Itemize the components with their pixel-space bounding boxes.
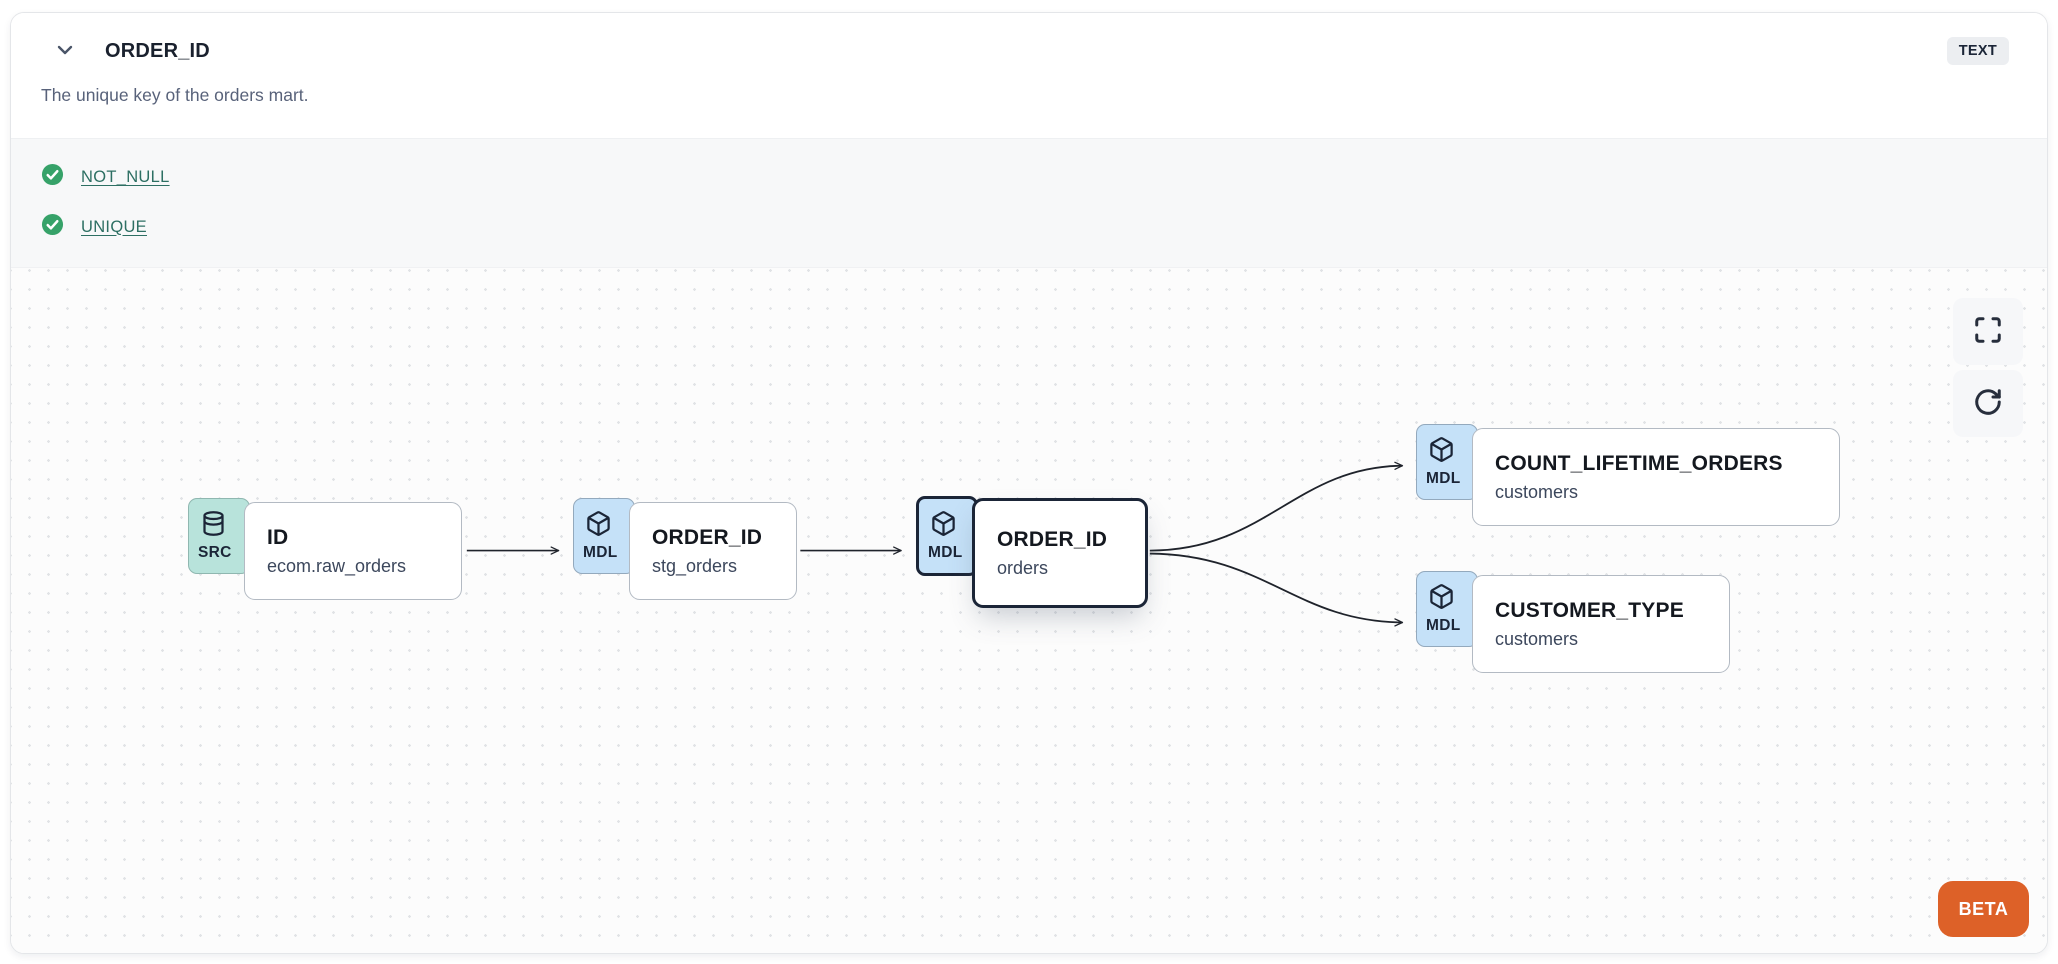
node-type-badge: MDL [573, 498, 635, 574]
test-row: NOT_NULL [41, 163, 2017, 191]
node-type-badge: SRC [188, 498, 250, 574]
node-card: CUSTOMER_TYPE customers [1472, 575, 1730, 673]
node-subtitle: customers [1495, 628, 1579, 649]
node-type-badge: MDL [1416, 424, 1478, 500]
panel-header: ORDER_ID TEXT The unique key of the orde… [11, 13, 2047, 138]
column-description: The unique key of the orders mart. [41, 85, 309, 105]
fullscreen-button[interactable] [1953, 298, 2023, 365]
chevron-down-icon [53, 38, 77, 65]
column-details-panel: ORDER_ID TEXT The unique key of the orde… [10, 12, 2048, 954]
test-row: UNIQUE [41, 213, 2017, 241]
node-subtitle: ecom.raw_orders [267, 555, 407, 576]
edge [1149, 552, 1404, 627]
cube-icon [1426, 583, 1455, 615]
node-subtitle: stg_orders [652, 555, 738, 576]
test-link-not-null[interactable]: NOT_NULL [81, 167, 170, 186]
cube-icon [583, 510, 612, 542]
node-card: ORDER_ID stg_orders [629, 502, 797, 600]
node-badge-label: MDL [1426, 470, 1461, 487]
test-link-unique[interactable]: UNIQUE [81, 217, 147, 236]
maximize-icon [1973, 315, 2003, 348]
node-title: ID [267, 525, 289, 549]
node-title: ORDER_ID [652, 525, 763, 549]
node-title: CUSTOMER_TYPE [1495, 598, 1684, 622]
node-type-badge: MDL [1416, 571, 1478, 647]
node-badge-label: SRC [198, 544, 232, 561]
node-title: COUNT_LIFETIME_ORDERS [1495, 451, 1783, 475]
lineage-edges [466, 461, 1404, 627]
collapse-toggle[interactable] [53, 38, 77, 65]
node-subtitle: orders [997, 557, 1049, 578]
graph-controls [1953, 298, 2023, 437]
refresh-icon [1973, 387, 2003, 420]
lineage-node-orders-selected[interactable]: MDL ORDER_ID orders [856, 443, 1208, 678]
node-type-badge: MDL [916, 496, 978, 576]
check-circle-icon [41, 163, 64, 191]
check-circle-icon [41, 213, 64, 241]
lineage-node-count-lifetime-orders[interactable]: MDL COUNT_LIFETIME_ORDERS customers [1416, 424, 1840, 526]
beta-badge-button[interactable]: BETA [1938, 881, 2029, 937]
lineage-graph-canvas[interactable]: SRC ID ecom.raw_orders MDL ORDER_ID stg_… [11, 267, 2047, 953]
node-card: ORDER_ID orders [972, 498, 1148, 608]
node-title: ORDER_ID [997, 527, 1108, 551]
edge [1149, 461, 1404, 552]
node-badge-label: MDL [583, 544, 618, 561]
node-card: COUNT_LIFETIME_ORDERS customers [1472, 428, 1840, 526]
cube-icon [1426, 436, 1455, 468]
data-type-badge: TEXT [1946, 37, 2009, 65]
node-card: ID ecom.raw_orders [244, 502, 462, 600]
lineage-node-customer-type[interactable]: MDL CUSTOMER_TYPE customers [1416, 571, 1730, 673]
column-title: ORDER_ID [105, 39, 210, 62]
refresh-layout-button[interactable] [1953, 370, 2023, 437]
lineage-node-source-id[interactable]: SRC ID ecom.raw_orders [188, 498, 462, 600]
tests-section: NOT_NULL UNIQUE [11, 138, 2047, 267]
database-icon [198, 510, 227, 542]
lineage-node-stg-orders[interactable]: MDL ORDER_ID stg_orders [573, 498, 797, 600]
node-subtitle: customers [1495, 481, 1579, 502]
node-badge-label: MDL [1426, 617, 1461, 634]
node-badge-label: MDL [928, 544, 963, 561]
cube-icon [928, 510, 957, 542]
